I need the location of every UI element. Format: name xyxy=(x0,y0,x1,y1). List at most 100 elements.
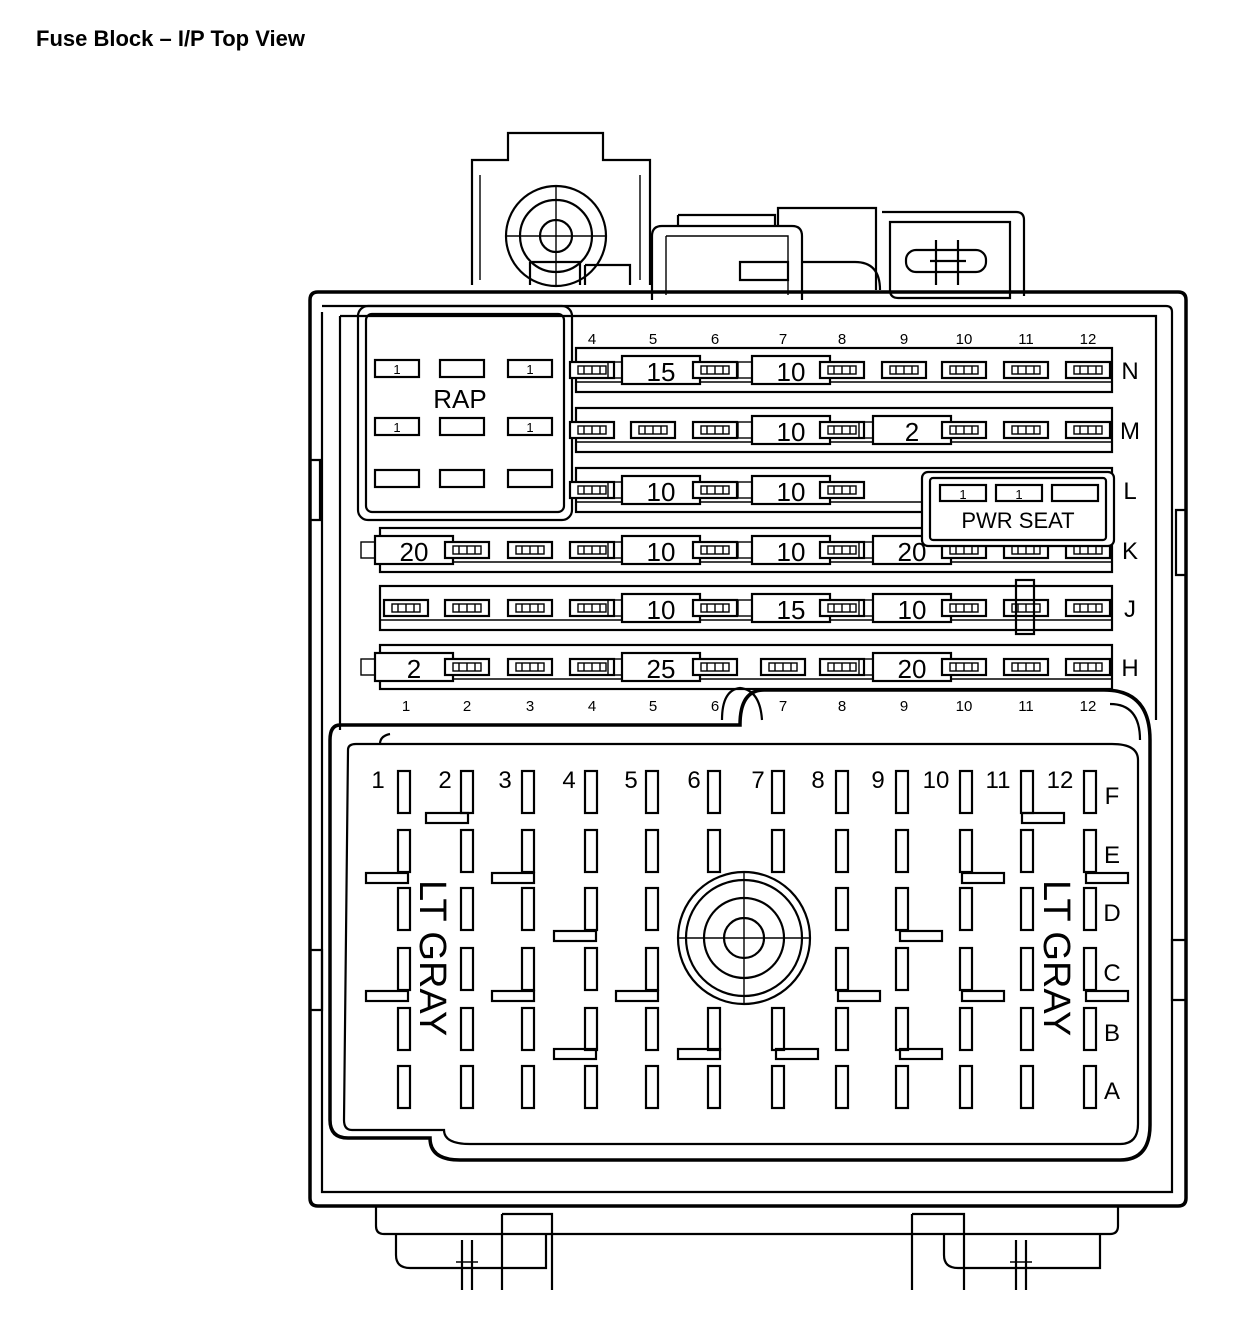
connector-pin-f1 xyxy=(396,769,412,815)
connector-latch xyxy=(1020,811,1066,825)
connector-column-label-1: 1 xyxy=(371,767,384,794)
connector-pin-a1 xyxy=(396,1064,412,1110)
fuse-column-number-top-4: 4 xyxy=(588,331,596,348)
fuse-row-label-l: L xyxy=(1123,478,1136,505)
connector-latch xyxy=(552,929,598,943)
fuse-h1-rating: 2 xyxy=(407,654,421,684)
fuse-column-number-bottom-3: 3 xyxy=(526,698,534,715)
page-title: Fuse Block – I/P Top View xyxy=(36,26,305,51)
fuse-column-number-bottom-11: 11 xyxy=(1018,698,1034,715)
rap-terminal-number: 1 xyxy=(526,362,533,377)
connector-column-label-2: 2 xyxy=(438,767,451,794)
connector-column-label-6: 6 xyxy=(687,767,700,794)
connector-pin-c10 xyxy=(958,946,974,992)
fuse-l5 xyxy=(620,474,702,506)
connector-pin-e7 xyxy=(770,828,786,874)
connector-column-label-7: 7 xyxy=(751,767,764,794)
connector-column-label-10: 10 xyxy=(923,767,950,794)
fuse-terminal xyxy=(360,658,376,676)
fuse-l7 xyxy=(750,474,832,506)
connector-latch xyxy=(774,1047,820,1061)
connector-pin-c3 xyxy=(520,946,536,992)
connector-latch xyxy=(614,989,660,1003)
pwr-seat-terminal-1-label: 1 xyxy=(959,487,966,502)
fuse-terminal xyxy=(858,599,874,617)
fuse-m9-rating: 2 xyxy=(905,417,919,447)
connector-pin-b10 xyxy=(958,1006,974,1052)
lt-gray-label-right: LT GRAY xyxy=(1035,880,1077,1036)
connector-pin-f7 xyxy=(770,769,786,815)
connector-pin-f8 xyxy=(834,769,850,815)
fuse-j7 xyxy=(750,592,832,624)
connector-pin-c1 xyxy=(396,946,412,992)
connector-pin-f12 xyxy=(1082,769,1098,815)
connector-latch xyxy=(424,811,470,825)
fuse-column-number-bottom-5: 5 xyxy=(649,698,657,715)
connector-pin-f9 xyxy=(894,769,910,815)
connector-latch xyxy=(836,989,882,1003)
fuse-terminal xyxy=(607,361,623,379)
rap-terminal xyxy=(438,358,486,379)
fuse-n5 xyxy=(620,354,702,386)
connector-row-label-f: F xyxy=(1105,783,1120,810)
connector-column-label-9: 9 xyxy=(871,767,884,794)
rap-terminal-number: 1 xyxy=(526,420,533,435)
connector-row-label-b: B xyxy=(1104,1020,1120,1047)
connector-pin-e2 xyxy=(459,828,475,874)
main-housing xyxy=(308,290,1188,1290)
connector-pin-b2 xyxy=(459,1006,475,1052)
connector-latch xyxy=(960,871,1006,885)
connector-pin-b6 xyxy=(706,1006,722,1052)
rap-terminal xyxy=(438,416,486,437)
connector-pin-e11 xyxy=(1019,828,1035,874)
fuse-column-number-top-6: 6 xyxy=(711,331,719,348)
fuse-terminal xyxy=(607,541,623,559)
fuse-column-number-bottom-8: 8 xyxy=(838,698,846,715)
connector-latch xyxy=(960,989,1006,1003)
fuse-terminal xyxy=(607,658,623,676)
fuse-j9-rating: 10 xyxy=(898,595,927,625)
rap-terminal xyxy=(506,468,554,489)
connector-pin-b5 xyxy=(644,1006,660,1052)
connector-column-label-8: 8 xyxy=(811,767,824,794)
fuse-j9 xyxy=(871,592,953,624)
connector-row-label-c: C xyxy=(1103,960,1120,987)
connector-pin-e6 xyxy=(706,828,722,874)
fuse-k5-rating: 10 xyxy=(647,537,676,567)
fuse-column-number-bottom-12: 12 xyxy=(1080,698,1097,715)
connector-pin-f10 xyxy=(958,769,974,815)
connector-pin-a8 xyxy=(834,1064,850,1110)
connector-column-label-12: 12 xyxy=(1047,767,1074,794)
lt-gray-label-left: LT GRAY xyxy=(411,880,453,1036)
connector-latch xyxy=(898,1047,944,1061)
connector-pin-b9 xyxy=(894,1006,910,1052)
connector-pin-e10 xyxy=(958,828,974,874)
connector-pin-e8 xyxy=(834,828,850,874)
connector-pin-b12 xyxy=(1082,1006,1098,1052)
connector-pin-a7 xyxy=(770,1064,786,1110)
connector-pin-d8 xyxy=(834,886,850,932)
connector-pin-c5 xyxy=(644,946,660,992)
fuse-k1-rating: 20 xyxy=(400,537,429,567)
connector-pin-d10 xyxy=(958,886,974,932)
pwr-seat-relay: 1 1 PWR SEAT xyxy=(920,470,1116,548)
fuse-l7-rating: 10 xyxy=(777,477,806,507)
connector-pin-c2 xyxy=(459,946,475,992)
connector-latch xyxy=(1084,871,1130,885)
fuse-terminal xyxy=(737,361,753,379)
rap-terminal xyxy=(506,416,554,437)
fuse-column-number-top-8: 8 xyxy=(838,331,846,348)
connector-pin-c12 xyxy=(1082,946,1098,992)
fuse-h9-rating: 20 xyxy=(898,654,927,684)
connector-pin-c4 xyxy=(583,946,599,992)
connector-pin-d1 xyxy=(396,886,412,932)
connector-pin-a12 xyxy=(1082,1064,1098,1110)
connector-pin-b8 xyxy=(834,1006,850,1052)
connector-latch xyxy=(490,871,536,885)
fuse-n7-rating: 10 xyxy=(777,357,806,387)
fuse-j7-rating: 15 xyxy=(777,595,806,625)
connector-pin-d11 xyxy=(1019,886,1035,932)
connector-latch xyxy=(490,989,536,1003)
